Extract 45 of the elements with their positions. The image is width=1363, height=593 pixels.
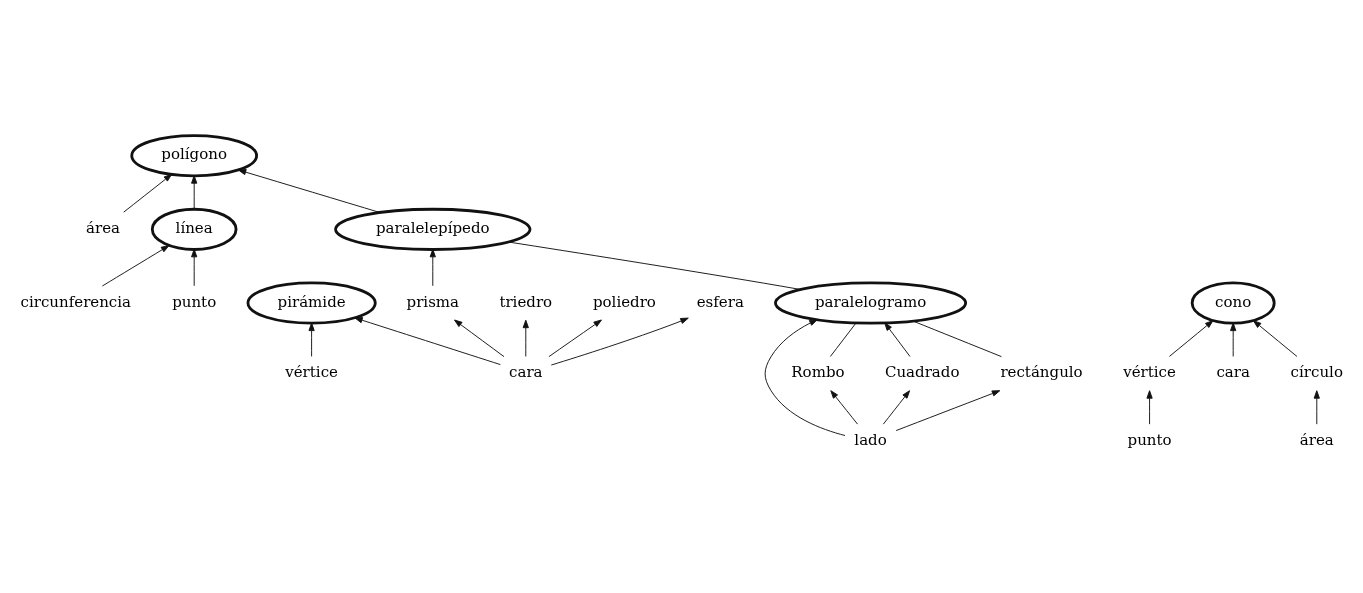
arrow [895,389,1001,431]
node-text: lado [854,430,887,449]
arrow [884,321,911,357]
arrow [1313,389,1320,425]
arrow [429,248,436,286]
connector [507,240,802,290]
arrow [191,248,198,286]
node-text: Rombo [791,362,845,381]
node-text: área [86,218,121,237]
arrow [1146,389,1153,425]
node-text: cara [509,362,543,381]
connector [912,320,1002,357]
node-text: poliedro [592,292,656,311]
arrow [1252,319,1298,357]
node-text: triedro [499,292,553,311]
arrow [354,316,501,365]
node-text: esfera [696,292,744,311]
arrow [830,389,859,425]
node-ellipse: paralelepípedo [334,207,532,251]
node-ellipse: cono [1190,281,1276,325]
node-text: vértice [285,362,338,381]
arrow [1230,322,1237,357]
arrow [237,168,381,213]
node-text: punto [172,292,217,311]
arrow [548,319,602,357]
arrow [882,389,911,425]
arrow [1168,319,1214,357]
node-text: punto [1127,430,1172,449]
arrow [764,318,846,436]
arrow [308,322,315,357]
arrow [454,319,505,357]
arrow [550,317,689,365]
node-text: círculo [1290,362,1343,381]
arrow [522,319,529,357]
arrow [191,174,198,210]
node-text: circunferencia [20,292,132,311]
node-text: rectángulo [1000,362,1083,381]
arrow [123,173,173,213]
connector [829,321,857,357]
node-text: cara [1216,362,1250,381]
node-text: área [1299,430,1334,449]
node-text: vértice [1123,362,1176,381]
node-text: Cuadrado [884,362,960,381]
node-text: prisma [406,292,460,311]
arrow [101,244,170,286]
